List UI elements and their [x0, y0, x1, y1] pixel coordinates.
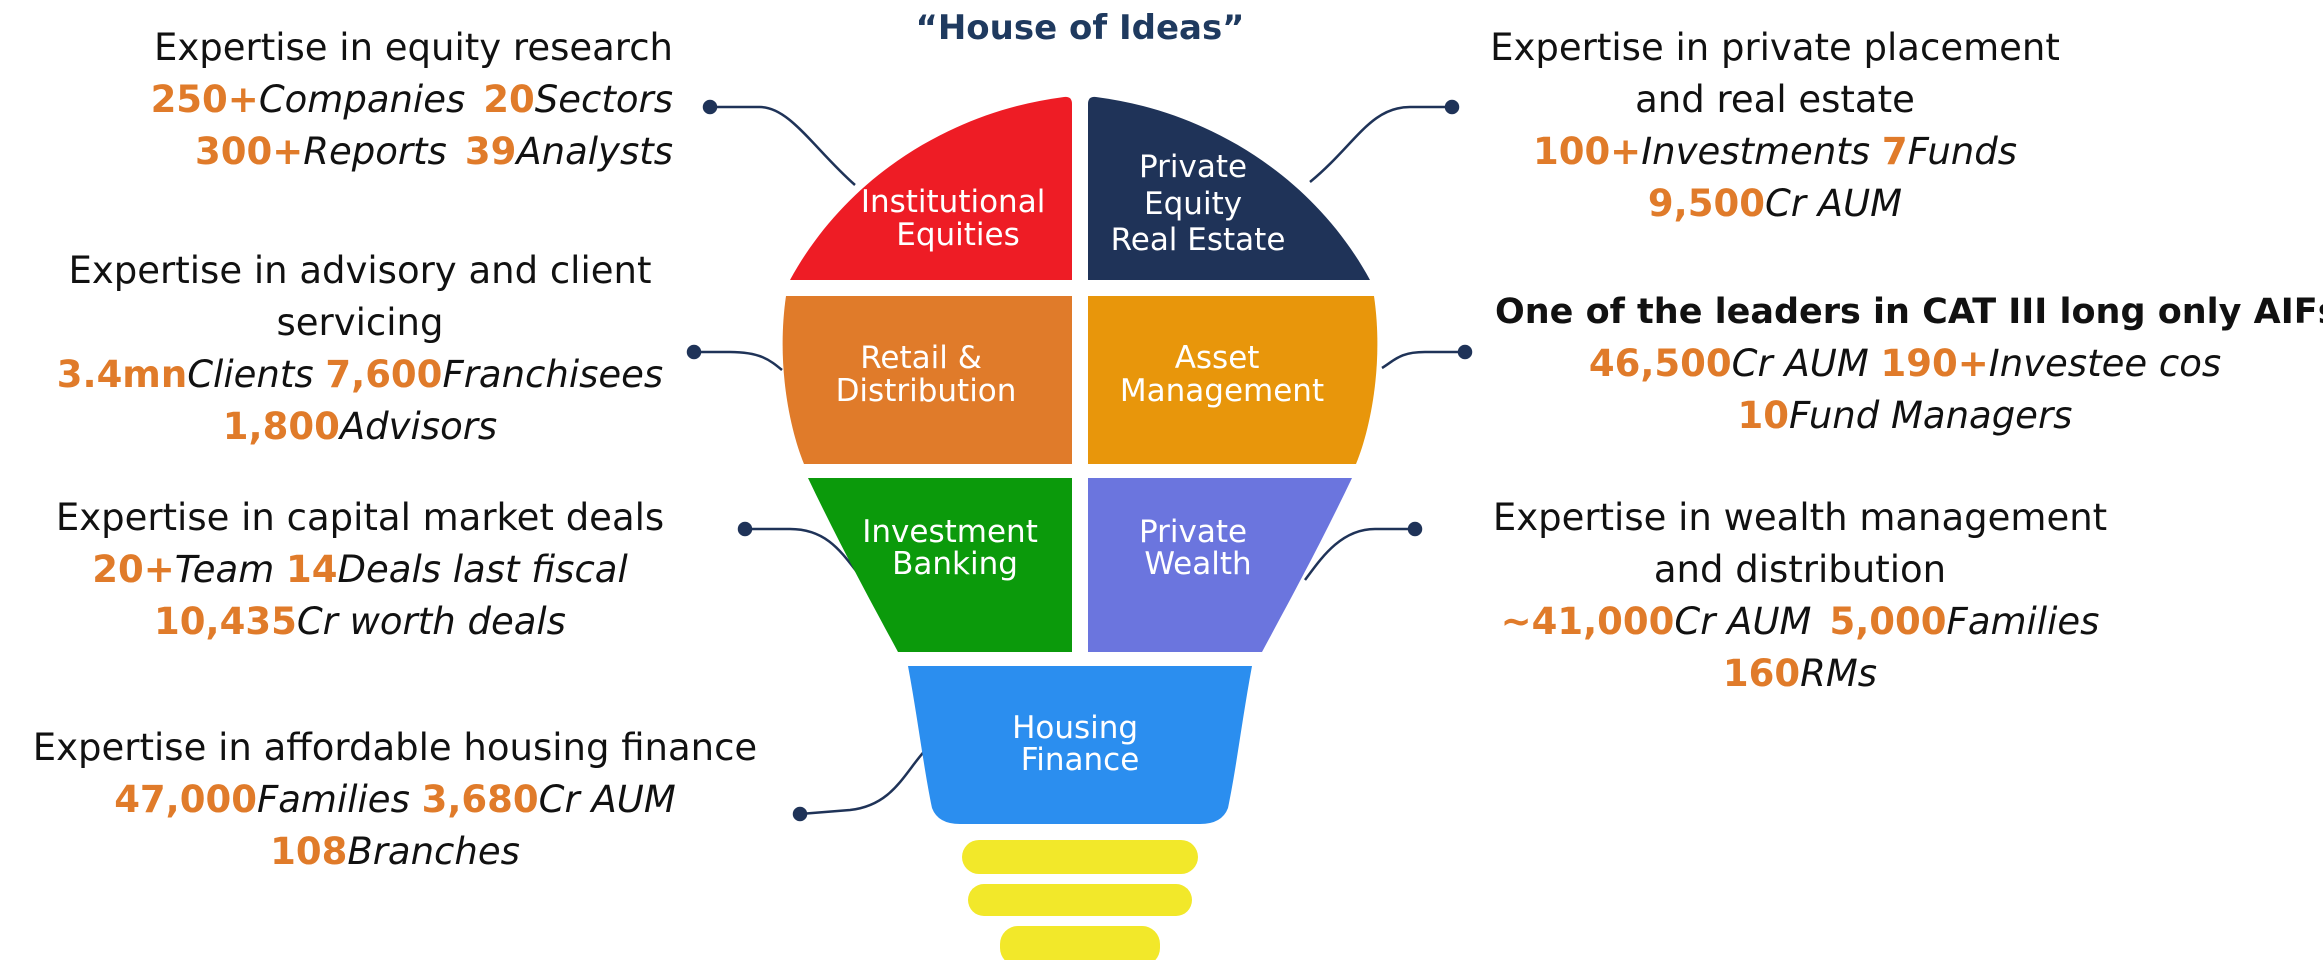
- stat-number: 20+: [92, 548, 175, 591]
- callout-heading-cont: and real estate: [1635, 78, 1915, 121]
- label-retail-distribution: Retail & Distribution: [836, 340, 1017, 409]
- stat-number: 3.4mn: [56, 353, 188, 396]
- segment-institutional-equities: [790, 96, 1072, 280]
- connector-equity-research: [710, 105, 856, 186]
- label-private-wealth: Private Wealth: [1139, 514, 1257, 582]
- connector-advisory: [694, 350, 783, 371]
- stat-unit: Sectors: [534, 78, 673, 121]
- segment-private-equity-real-estate: [1088, 96, 1370, 280]
- segment-private-wealth: [1088, 478, 1352, 652]
- stat-unit: Companies: [258, 78, 466, 121]
- callout-heading-cont: servicing: [276, 301, 444, 344]
- stat-number: 100+: [1532, 130, 1642, 173]
- connector-dot-capital-markets: [737, 521, 753, 537]
- callout-heading: One of the leaders in CAT III long only …: [1495, 292, 2323, 332]
- callout-housing-finance: Expertise in affordable housing finance …: [10, 722, 780, 878]
- callout-heading: Expertise in wealth management: [1492, 496, 2108, 539]
- stat-unit: Cr AUM: [1674, 600, 1812, 643]
- connector-dot-private-placement: [1444, 99, 1460, 115]
- connector-housing-finance: [799, 744, 931, 816]
- stat-number: 47,000: [114, 778, 257, 821]
- stat-unit: Branches: [347, 830, 520, 873]
- label-asset-management: Asset Management: [1120, 340, 1324, 409]
- label-housing-finance: Housing Finance: [1012, 710, 1148, 778]
- stat-unit: Investee cos: [1988, 342, 2222, 385]
- stat-number: 108: [270, 830, 348, 873]
- callout-heading-cont: and distribution: [1653, 548, 1947, 591]
- connector-dot-advisory: [686, 344, 702, 360]
- connector-private-placement: [1309, 105, 1452, 183]
- stat-number: 250+: [150, 78, 259, 121]
- stat-unit: Cr AUM: [1764, 182, 1903, 225]
- callout-heading: Expertise in private placement: [1490, 26, 2060, 69]
- callout-capital-markets: Expertise in capital market deals 20+Tea…: [20, 492, 700, 648]
- stat-unit: Investments: [1641, 130, 1871, 173]
- stat-number: 160: [1722, 652, 1801, 695]
- stat-number: 10,435: [154, 600, 297, 643]
- stat-unit: Fund Managers: [1789, 394, 2073, 437]
- callout-heading: Expertise in affordable housing finance: [32, 726, 758, 769]
- diagram-title: “House of Ideas”: [915, 8, 1245, 48]
- stat-number: 10: [1737, 394, 1790, 437]
- stat-unit: Families: [1946, 600, 2100, 643]
- stat-unit: Cr worth deals: [296, 600, 566, 643]
- callout-aif: One of the leaders in CAT III long only …: [1495, 286, 2323, 442]
- stat-unit: Clients: [187, 353, 314, 396]
- callout-advisory: Expertise in advisory and client servici…: [20, 245, 700, 453]
- stat-unit: Advisors: [339, 405, 498, 448]
- segment-investment-banking: [808, 478, 1072, 652]
- stat-number: 46,500: [1588, 342, 1732, 385]
- label-institutional-equities: Institutional Equities: [861, 184, 1055, 253]
- stat-unit: Cr AUM: [538, 778, 676, 821]
- connector-dot-housing-finance: [792, 806, 808, 822]
- bulb-base-ring-2: [968, 884, 1192, 916]
- stat-unit: RMs: [1800, 652, 1878, 695]
- connector-wealth: [1303, 527, 1415, 581]
- stat-number: 39: [464, 130, 517, 173]
- stat-unit: Deals last fiscal: [337, 548, 628, 591]
- stat-unit: Analysts: [516, 130, 673, 173]
- stat-number: 1,800: [222, 405, 340, 448]
- bulb-base-tip: [1000, 926, 1160, 960]
- stat-unit: Funds: [1907, 130, 2018, 173]
- stat-number: 5,000: [1829, 600, 1947, 643]
- stat-unit: Team: [174, 548, 275, 591]
- stat-number: 190+: [1880, 342, 1989, 385]
- callout-wealth-management: Expertise in wealth management and distr…: [1450, 492, 2150, 700]
- segment-housing-finance: [908, 666, 1252, 824]
- connector-dot-wealth: [1407, 521, 1423, 537]
- connector-lines: [686, 99, 1473, 822]
- stat-unit: Families: [256, 778, 410, 821]
- stat-number: 7,600: [325, 353, 443, 396]
- callout-private-placement: Expertise in private placement and real …: [1445, 22, 2105, 230]
- connector-dot-aif: [1457, 344, 1473, 360]
- stat-unit: Franchisees: [442, 353, 664, 396]
- stat-number: 300+: [194, 130, 304, 173]
- stat-number: ~41,000: [1500, 600, 1675, 643]
- stat-number: 14: [286, 548, 338, 591]
- callout-heading: Expertise in capital market deals: [55, 496, 665, 539]
- segment-retail-distribution: [782, 296, 1072, 464]
- stat-number: 20: [483, 78, 535, 121]
- connector-capital-markets: [745, 527, 858, 573]
- label-investment-banking: Investment Banking: [862, 514, 1047, 582]
- bulb-base-ring-1: [962, 840, 1198, 874]
- stat-unit: Reports: [303, 130, 447, 173]
- segment-asset-management: [1088, 296, 1378, 464]
- stat-number: 9,500: [1647, 182, 1765, 225]
- callout-heading: Expertise in advisory and client: [68, 249, 652, 292]
- connector-dot-equity-research: [702, 99, 718, 115]
- label-private-equity-real-estate: Private Equity Real Estate: [1111, 149, 1286, 258]
- callout-heading: Expertise in equity research: [153, 26, 673, 69]
- stat-number: 3,680: [421, 778, 539, 821]
- stat-number: 7: [1881, 130, 1908, 173]
- callout-equity-research: Expertise in equity research 250+Compani…: [151, 22, 673, 178]
- connector-aif: [1381, 350, 1465, 370]
- stat-unit: Cr AUM: [1731, 342, 1869, 385]
